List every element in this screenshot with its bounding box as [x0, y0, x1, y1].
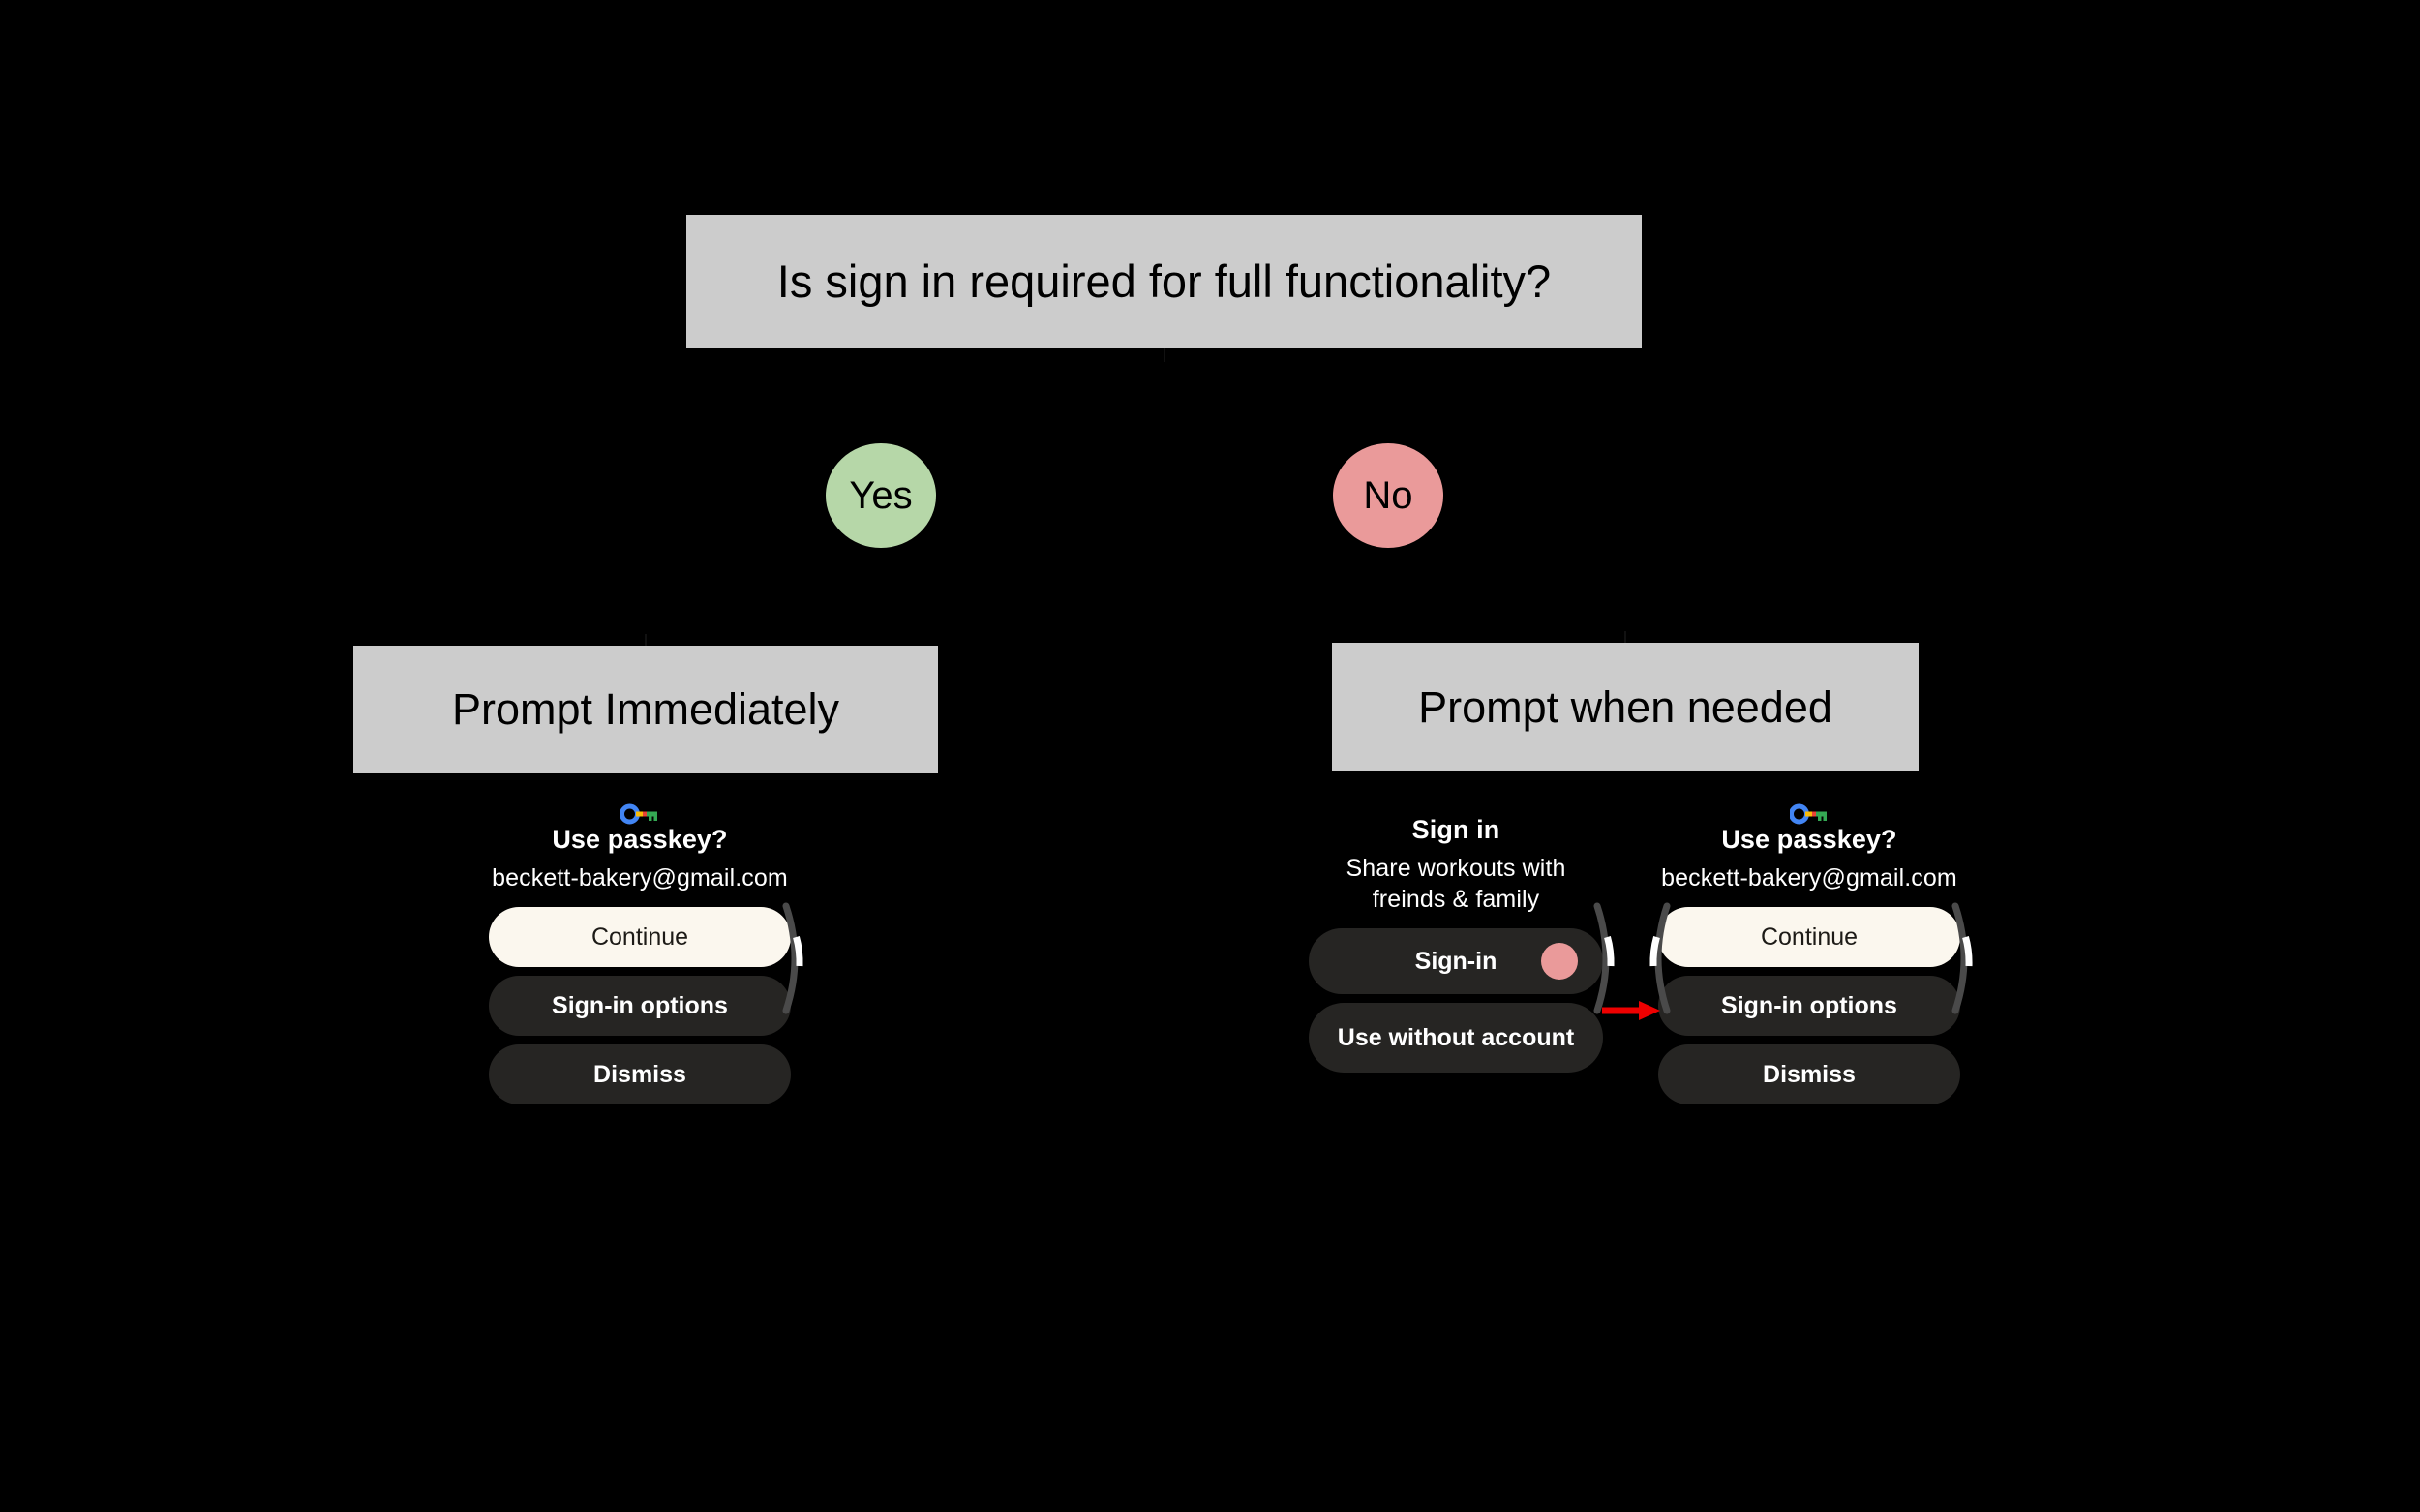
branch-label-yes: Yes [826, 443, 936, 548]
sign-in-options-button[interactable]: Sign-in options [489, 976, 791, 1037]
google-passkey-key-icon [1658, 803, 1960, 825]
connector-question-to-yes [1164, 348, 1165, 362]
use-without-account-button[interactable]: Use without account [1309, 1003, 1603, 1074]
google-passkey-key-icon [489, 803, 791, 825]
sign-in-button-label: Sign-in [1414, 948, 1497, 976]
mock-subtitle: beckett-bakery@gmail.com [1661, 864, 1957, 892]
sign-in-accent-dot [1541, 943, 1578, 981]
branch-label-no: No [1333, 443, 1443, 548]
watch-mockup-passkey-deferred: Use passkey? beckett-bakery@gmail.com Co… [1658, 803, 1960, 1316]
mock-subtitle: Share workouts with freinds & family [1346, 855, 1566, 914]
dismiss-button[interactable]: Dismiss [1658, 1044, 1960, 1105]
mock-subtitle: beckett-bakery@gmail.com [492, 864, 788, 892]
mock-title: Use passkey? [552, 825, 728, 854]
outcome-box-prompt-when-needed: Prompt when needed [1332, 643, 1919, 771]
dismiss-button[interactable]: Dismiss [489, 1044, 791, 1105]
red-flow-arrow-icon [1602, 1001, 1660, 1020]
watch-mockup-passkey-immediate: Use passkey? beckett-bakery@gmail.com Co… [489, 803, 791, 1316]
outcome-box-prompt-immediately: Prompt Immediately [353, 646, 938, 773]
watch-mockup-sign-in-value-prop: Sign in Share workouts with freinds & fa… [1309, 803, 1603, 1316]
sign-in-options-button[interactable]: Sign-in options [1658, 976, 1960, 1037]
sign-in-button[interactable]: Sign-in [1309, 928, 1603, 995]
mock-title: Sign in [1411, 815, 1500, 844]
connector-yes-to-outcome [645, 634, 647, 646]
decision-question-box: Is sign in required for full functionali… [686, 215, 1642, 348]
continue-button[interactable]: Continue [1658, 907, 1960, 968]
connector-no-to-outcome [1624, 631, 1626, 643]
mock-title: Use passkey? [1721, 825, 1897, 854]
continue-button[interactable]: Continue [489, 907, 791, 968]
